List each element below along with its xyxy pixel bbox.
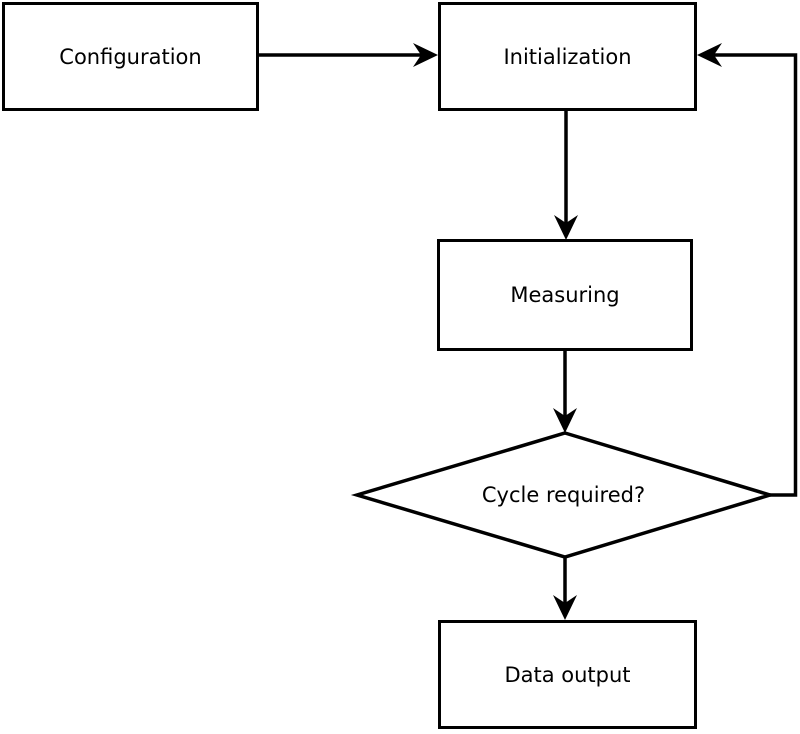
arrowhead-right-icon [413, 43, 438, 67]
arrowhead-down-icon [554, 215, 578, 240]
node-data-output-label: Data output [504, 662, 631, 687]
node-initialization-label: Initialization [503, 44, 632, 69]
node-initialization: Initialization [438, 2, 697, 111]
node-measuring: Measuring [437, 239, 693, 351]
edge-configuration-to-initialization [259, 43, 438, 67]
node-measuring-label: Measuring [510, 283, 620, 307]
node-decision-label: Cycle required? [481, 483, 646, 507]
edge-decision-to-initialization-loop [697, 43, 798, 497]
node-configuration-label: Configuration [59, 44, 202, 69]
arrowhead-down-icon [553, 595, 577, 620]
arrowhead-down-icon [553, 408, 577, 433]
node-decision: Cycle required? [357, 433, 770, 557]
edge-initialization-to-measuring [554, 111, 578, 240]
arrowhead-left-icon [697, 43, 722, 67]
edge-decision-to-data-output [553, 556, 577, 620]
node-configuration: Configuration [2, 2, 259, 111]
edge-line [714, 53, 798, 497]
node-data-output: Data output [438, 620, 697, 729]
edge-measuring-to-decision [553, 351, 577, 433]
node-decision-shape [350, 431, 777, 559]
